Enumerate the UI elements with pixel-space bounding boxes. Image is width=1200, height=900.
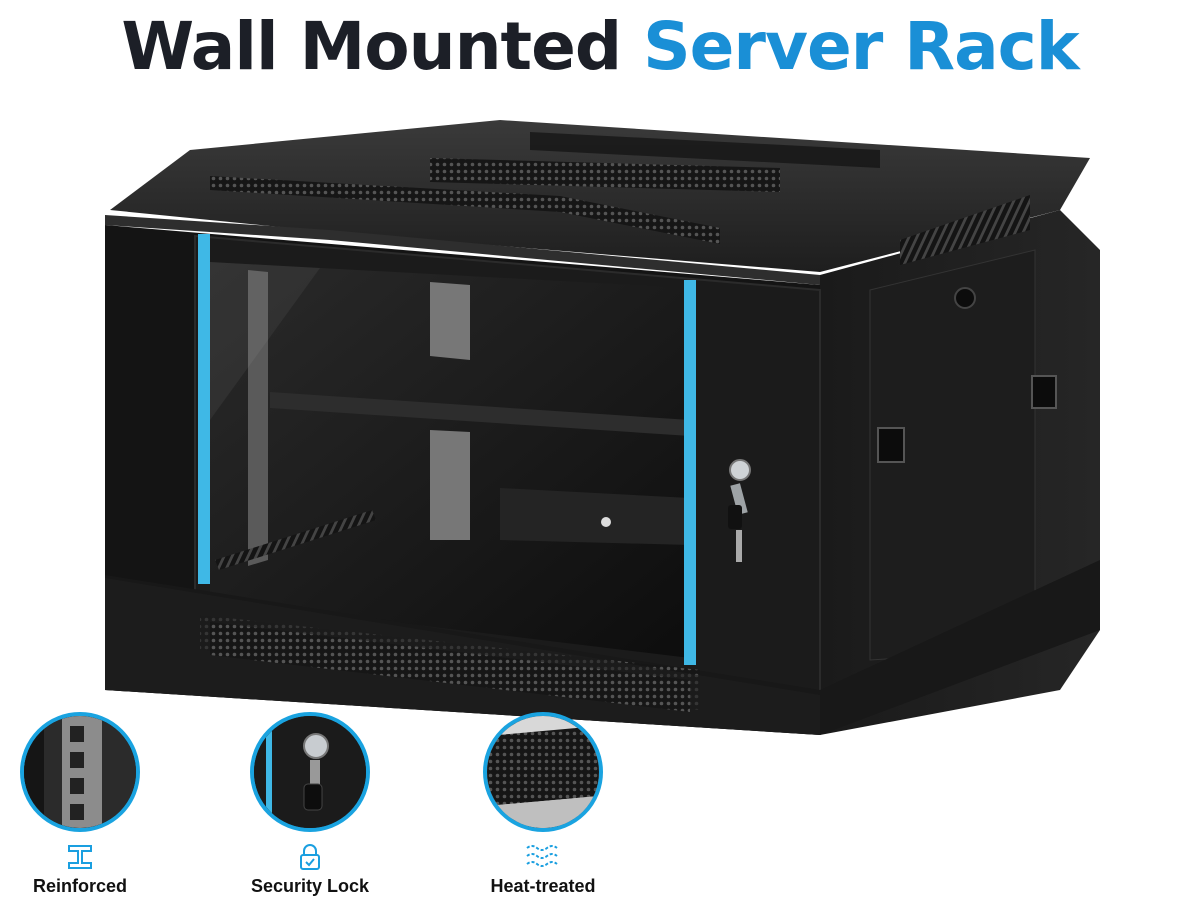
- title-part-accent: Server Rack: [643, 8, 1080, 85]
- feature-label-reinforced: Reinforced: [32, 876, 128, 896]
- feature-security-lock: Security Lock: [200, 712, 420, 897]
- heat-waves-icon: [526, 845, 558, 867]
- feature-label-heat-treated: Heat-treated: [490, 876, 596, 896]
- front-top-vent: [210, 176, 720, 244]
- door-lock-icon: [729, 459, 751, 481]
- reinforced-detail-image: [20, 712, 140, 832]
- feature-label-security-lock: Security Lock: [250, 876, 370, 896]
- title-part-dark: Wall Mounted: [121, 8, 622, 85]
- feature-heat-treated: Heat-treated: [433, 712, 653, 897]
- accent-strip-right: [684, 280, 696, 665]
- reinforced-beam-icon: [68, 845, 92, 869]
- side-vent-top: [900, 195, 1030, 265]
- heat-treated-detail-image: [483, 712, 603, 832]
- top-vent-perforation: [430, 158, 780, 192]
- accent-strip-left: [198, 234, 210, 584]
- side-handle-right: [1031, 375, 1057, 409]
- padlock-icon: [300, 844, 320, 870]
- feature-reinforced: Reinforced: [0, 712, 190, 897]
- security-lock-detail-image: [250, 712, 370, 832]
- side-lock-knob: [954, 287, 976, 309]
- side-handle-left: [877, 427, 905, 463]
- front-bottom-vent: [210, 622, 690, 712]
- page-title: Wall Mounted Server Rack: [0, 8, 1200, 85]
